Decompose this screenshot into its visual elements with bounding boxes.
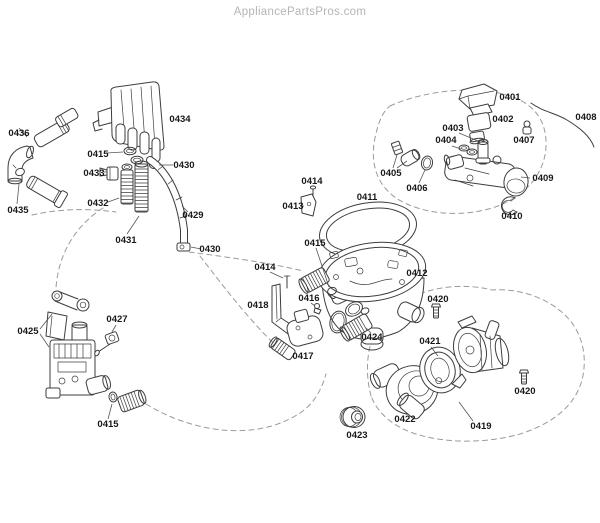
part-label-0417: 0417 xyxy=(292,351,313,362)
part-label-0416: 0416 xyxy=(298,293,319,304)
part-label-0427: 0427 xyxy=(106,314,127,325)
part-0401-cover xyxy=(458,83,498,110)
part-label-0430: 0430 xyxy=(173,160,194,171)
part-0430-clamp-bottom xyxy=(176,242,191,252)
part-0409-airbreak-assembly xyxy=(443,139,529,197)
part-label-0432: 0432 xyxy=(87,198,108,209)
part-label-0411: 0411 xyxy=(357,192,378,203)
part-0421-impeller-cover xyxy=(419,346,461,394)
part-0408-hose xyxy=(530,102,595,148)
part-0402-valve xyxy=(466,103,493,145)
part-label-0415: 0415 xyxy=(304,238,326,249)
part-label-0405: 0405 xyxy=(380,168,402,179)
part-label-0409: 0409 xyxy=(532,173,553,184)
part-label-0415: 0415 xyxy=(97,419,119,430)
part-0424-fitting xyxy=(329,307,373,342)
part-label-0418: 0418 xyxy=(247,300,268,311)
part-0415-fitting-center xyxy=(298,267,337,296)
part-0435-elbow xyxy=(7,145,68,209)
part-0431-corrugated-tube xyxy=(134,160,149,213)
part-label-0415: 0415 xyxy=(87,149,109,160)
part-label-0429: 0429 xyxy=(182,210,203,221)
part-label-0404: 0404 xyxy=(435,135,457,146)
part-label-0402: 0402 xyxy=(492,114,513,125)
part-label-0413: 0413 xyxy=(282,201,303,212)
part-0417-valve xyxy=(268,308,324,361)
part-label-0410: 0410 xyxy=(501,211,522,222)
part-label-0407: 0407 xyxy=(513,135,534,146)
part-label-0419: 0419 xyxy=(470,421,491,432)
part-label-0436: 0436 xyxy=(8,128,29,139)
part-label-0403: 0403 xyxy=(442,123,463,134)
part-label-0414: 0414 xyxy=(254,262,276,273)
part-label-0425: 0425 xyxy=(17,326,39,337)
part-label-0421: 0421 xyxy=(419,336,441,347)
part-label-0420: 0420 xyxy=(514,386,535,397)
part-label-0424: 0424 xyxy=(361,332,383,343)
part-0423-grommet xyxy=(339,406,366,428)
part-0407-grommet xyxy=(522,120,532,135)
watermark-text: AppliancePartsPros.com xyxy=(234,6,367,18)
part-label-0412: 0412 xyxy=(406,268,427,279)
dashed-connectors xyxy=(31,207,327,432)
part-0416-fastener xyxy=(313,303,322,315)
part-label-0401: 0401 xyxy=(499,92,521,103)
part-0415-orings-top xyxy=(121,146,144,171)
part-label-0423: 0423 xyxy=(346,430,367,441)
part-label-0430: 0430 xyxy=(199,244,220,255)
part-0404-seals xyxy=(458,144,478,156)
part-0419-motor xyxy=(451,315,510,389)
part-0429-hose xyxy=(146,156,188,246)
part-label-0408: 0408 xyxy=(575,112,596,123)
part-label-0420: 0420 xyxy=(427,294,448,305)
part-label-0434: 0434 xyxy=(169,114,191,125)
part-0406-oring xyxy=(420,155,434,171)
part-label-0435: 0435 xyxy=(7,205,29,216)
part-label-0433: 0433 xyxy=(83,168,104,179)
part-label-0422: 0422 xyxy=(394,414,415,425)
part-0405-valve-parts xyxy=(390,140,421,167)
part-0425-inlet-valve xyxy=(45,290,111,399)
part-label-0431: 0431 xyxy=(115,235,137,246)
part-label-0406: 0406 xyxy=(406,183,427,194)
part-0436-hose xyxy=(33,107,79,148)
part-label-0414: 0414 xyxy=(301,176,323,187)
leader-lines xyxy=(16,127,531,422)
part-0410-clamp xyxy=(500,196,518,216)
part-0413-bracket xyxy=(300,193,317,217)
part-0432-corrugated-tube xyxy=(120,169,134,205)
part-0414-screw-left xyxy=(283,275,291,289)
part-0414-screw-top xyxy=(309,185,317,197)
part-0420-screw-right xyxy=(519,369,529,385)
part-0433-valve xyxy=(99,166,119,181)
part-0427-clamp xyxy=(94,331,120,357)
part-0415-fitting-bottom xyxy=(108,389,147,413)
part-0420-screw-top xyxy=(431,303,441,319)
